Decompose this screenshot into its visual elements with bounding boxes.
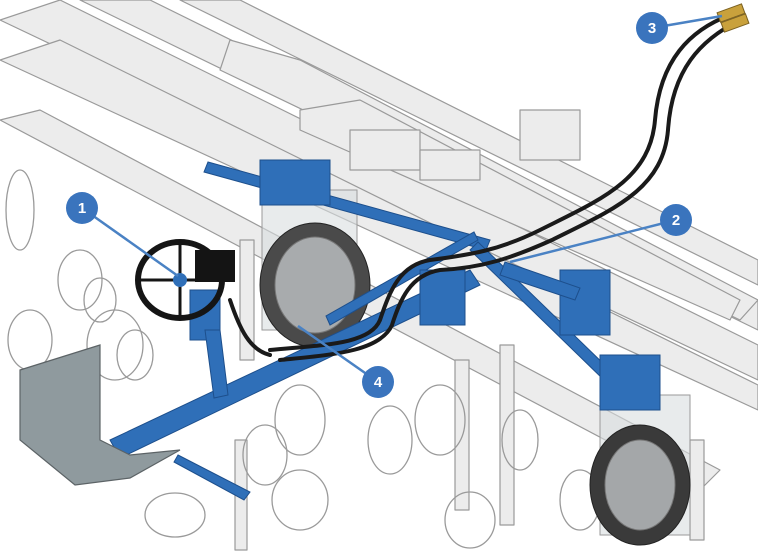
callout-3: 3 <box>636 12 668 44</box>
svg-text:2: 2 <box>672 212 680 229</box>
callout-4: 4 <box>362 366 394 398</box>
callout-1: 1 <box>66 192 98 224</box>
callout-2: 2 <box>660 204 692 236</box>
hydraulic-hoses <box>228 13 742 362</box>
gauge-wheel-left <box>259 189 371 348</box>
svg-text:4: 4 <box>374 374 383 391</box>
svg-text:3: 3 <box>648 20 656 37</box>
gauge-wheel-right <box>589 394 691 546</box>
guidance-assembly <box>109 159 661 501</box>
steering-wheel <box>135 239 235 321</box>
hydraulic-couplers <box>716 3 750 33</box>
operator-seat <box>19 344 181 486</box>
svg-text:1: 1 <box>78 200 86 217</box>
callout-lines <box>81 14 723 384</box>
disc-coulters <box>5 169 601 549</box>
